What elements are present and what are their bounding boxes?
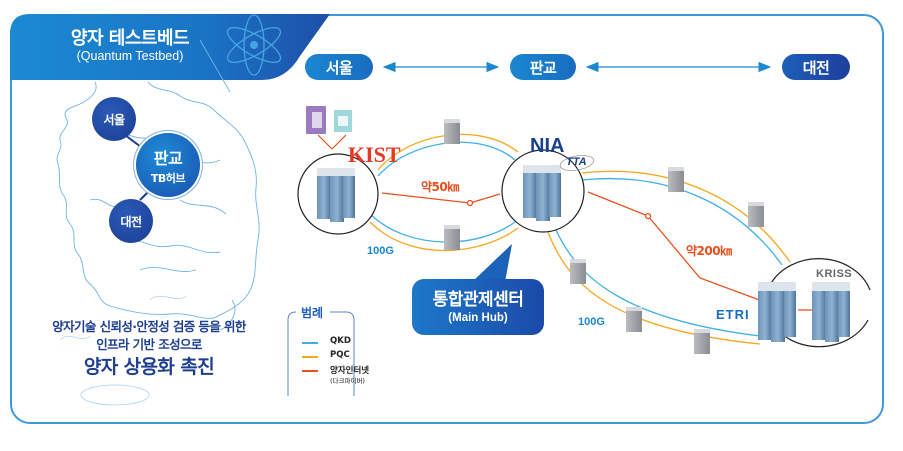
map-node-pangyo-label: 판교 bbox=[153, 148, 183, 168]
legend-title: 범례 bbox=[298, 304, 327, 321]
org-logo-nia: NIA bbox=[530, 135, 565, 157]
legend-swatch-quantum-internet bbox=[302, 370, 318, 372]
hub-callout-subtitle: (Main Hub) bbox=[448, 312, 508, 324]
relay-node bbox=[444, 119, 460, 144]
org-logo-etri: ETRI bbox=[716, 307, 750, 322]
link-pangyo-daejeon bbox=[547, 170, 812, 345]
slogan-headline: 양자 상용화 촉진 bbox=[83, 356, 215, 378]
jeju-island bbox=[59, 295, 187, 406]
relay-node bbox=[444, 225, 460, 250]
map-node-daejeon-label: 대전 bbox=[120, 214, 142, 229]
tta-logo-ring bbox=[559, 155, 595, 171]
relay-node bbox=[626, 307, 642, 332]
legend-label-qkd: QKD bbox=[330, 336, 351, 346]
content-frame bbox=[10, 14, 884, 424]
legend-label-quantum-internet: 양자인터넷 bbox=[330, 366, 370, 376]
map-node-pangyo-sublabel: TB허브 bbox=[150, 171, 186, 185]
relay-node bbox=[570, 259, 586, 284]
relay-node bbox=[748, 202, 764, 227]
map-node-seoul: 서울 bbox=[92, 97, 136, 141]
map-node-seoul-label: 서울 bbox=[103, 112, 125, 127]
header-subtitle: (Quantum Testbed) bbox=[76, 49, 184, 63]
building-kriss bbox=[812, 282, 850, 342]
org-logo-kist: KIST bbox=[348, 142, 401, 167]
relay-node bbox=[694, 329, 710, 354]
slogan-line-2: 인프라 기반 조성으로 bbox=[96, 337, 202, 352]
kist-building-purple bbox=[306, 106, 326, 134]
distance-label-pangyo-daejeon: 약200㎞ bbox=[686, 244, 732, 258]
legend-label-pqc: PQC bbox=[330, 350, 350, 360]
route-pill-seoul: 서울 bbox=[305, 54, 373, 80]
building-kist bbox=[317, 168, 355, 222]
bandwidth-label-seoul-pangyo: 100G bbox=[367, 245, 394, 257]
map-node-daejeon: 대전 bbox=[109, 199, 153, 243]
hub-callout-title: 통합관제센터 bbox=[432, 290, 524, 310]
distance-label-seoul-pangyo: 약50㎞ bbox=[421, 180, 459, 194]
legend-sublabel-dark-fiber: (다크파이버) bbox=[330, 377, 365, 385]
building-nia bbox=[523, 165, 561, 221]
map-node-pangyo: 판교 TB허브 bbox=[136, 133, 200, 197]
legend-box bbox=[287, 311, 355, 396]
bandwidth-label-pangyo-daejeon: 100G bbox=[578, 316, 605, 328]
route-pill-pangyo: 판교 bbox=[510, 54, 576, 80]
header-tab bbox=[10, 14, 330, 80]
relay-node bbox=[668, 167, 684, 192]
header-title: 양자 테스트베드 bbox=[70, 28, 190, 49]
legend-swatch-pqc bbox=[302, 356, 318, 358]
legend-swatch-qkd bbox=[302, 342, 318, 344]
kist-building-teal bbox=[334, 110, 352, 132]
org-logo-tta: TTA bbox=[566, 156, 587, 168]
org-logo-kriss: KRISS bbox=[816, 268, 853, 280]
hub-callout-pointer bbox=[472, 244, 512, 282]
route-pill-daejeon: 대전 bbox=[782, 54, 850, 80]
building-etri bbox=[758, 282, 796, 342]
slogan-line-1: 양자기술 신뢰성·안정성 검증 등을 위한 bbox=[52, 319, 246, 334]
hub-callout: 통합관제센터 (Main Hub) bbox=[412, 279, 544, 335]
atom-icon bbox=[226, 14, 282, 76]
